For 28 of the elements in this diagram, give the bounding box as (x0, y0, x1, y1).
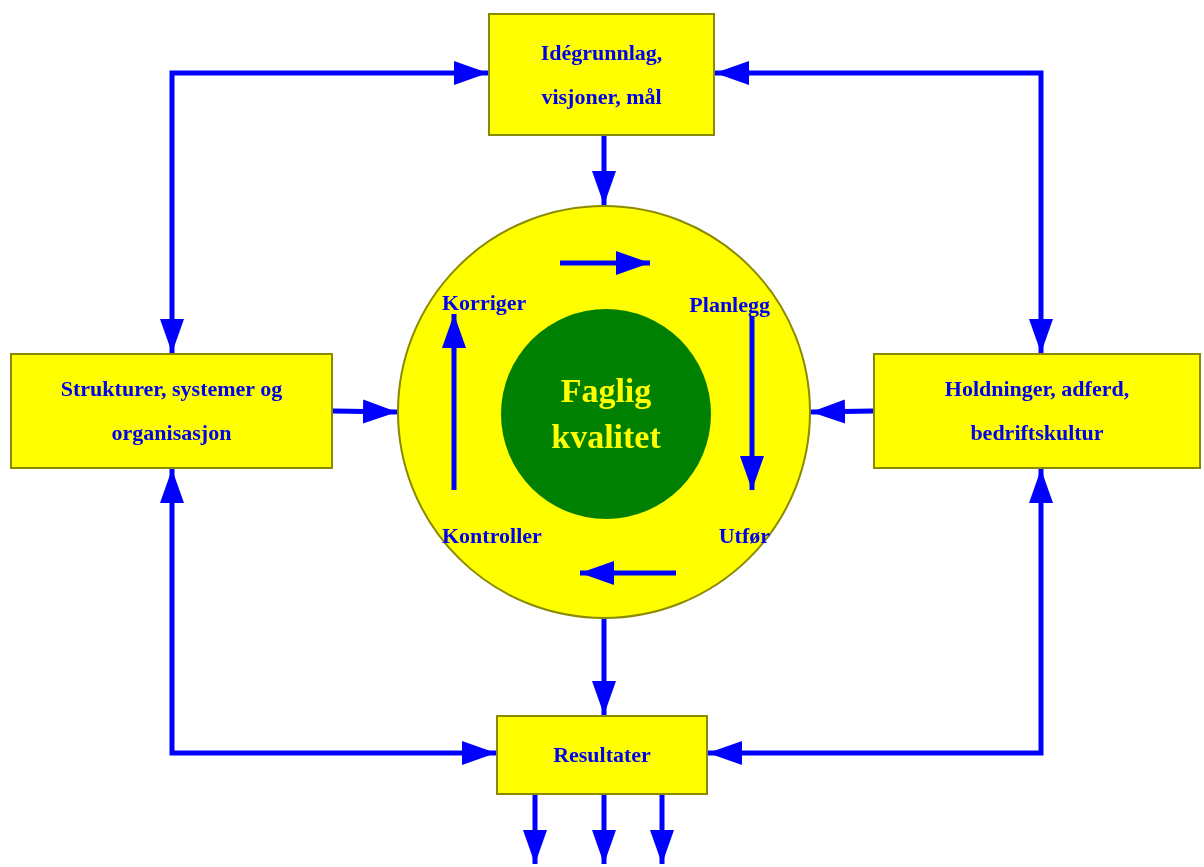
box-label: Resultater (552, 741, 652, 769)
process-box (873, 353, 1201, 469)
arrow (708, 469, 1053, 765)
process-box (488, 13, 715, 136)
process-box (10, 353, 333, 469)
arrow (332, 399, 398, 424)
arrow (523, 795, 547, 864)
step-label: Kontroller (442, 492, 582, 580)
arrow (592, 795, 616, 864)
process-box (496, 715, 708, 795)
arrow (560, 251, 650, 275)
box-label: Strukturer, systemer og organisasjon (59, 375, 284, 447)
arrow (650, 795, 674, 864)
core-label: Faglig kvalitet (550, 371, 662, 457)
arrow (592, 136, 616, 205)
arrow (740, 316, 764, 490)
step-label: Korriger (442, 260, 562, 316)
arrow (160, 61, 488, 353)
box-label: Holdninger, adferd, bedriftskultur (943, 375, 1131, 447)
arrow (592, 619, 616, 715)
arrow (580, 561, 676, 585)
box-label: Idégrunnlag, visjoner, mål (539, 38, 664, 111)
arrow (715, 61, 1053, 353)
step-label: Utfør (678, 492, 770, 580)
arrow (810, 399, 874, 424)
arrow (442, 314, 466, 490)
arrow (160, 469, 496, 765)
step-label: Planlegg (652, 260, 770, 318)
